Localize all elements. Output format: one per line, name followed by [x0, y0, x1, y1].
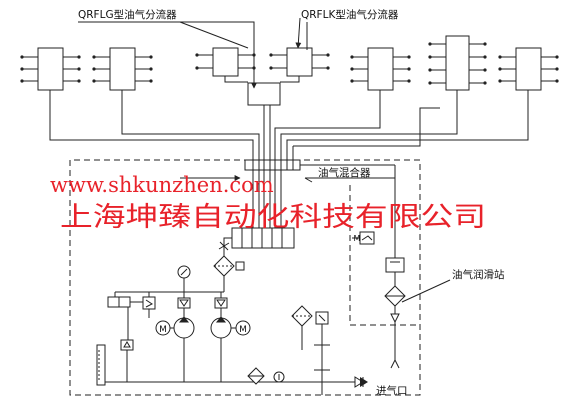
distributor-block-6 [430, 35, 485, 91]
motor-letter: M [354, 234, 361, 243]
label-oil-air-station: 油气润滑站 [452, 268, 505, 281]
oil-tank-icon [96, 344, 106, 386]
label-qrflk-distributor: QRFLK型油气分流器 [301, 8, 399, 21]
pump-icon [173, 316, 195, 339]
progressive-distributor [231, 227, 295, 249]
air-filter-icon [384, 285, 406, 307]
motor-letter: M [239, 325, 247, 335]
motor-icon [155, 320, 171, 336]
level-switch-icon [120, 339, 134, 351]
pump-icon [210, 316, 232, 339]
pressure-switch-icon [218, 241, 230, 251]
station-boundary [69, 159, 421, 396]
label-air-inlet: 进气口 [376, 384, 408, 397]
oil-filter-icon [213, 255, 245, 277]
watermark-url: www.shkunzhen.com [50, 173, 274, 197]
oil-air-mixer-symbol [244, 159, 301, 171]
pressure-regulator-icon [352, 231, 375, 245]
watermark-company: 上海坤臻自动化科技有限公司 [60, 202, 486, 233]
motor-icon [235, 320, 251, 336]
check-valve-icon [214, 297, 228, 309]
motor-letter: M [159, 325, 167, 335]
distributor-block-5 [352, 47, 409, 91]
distributor-block-4 [271, 47, 328, 77]
solenoid-valve-icon [315, 311, 329, 325]
air-inlet-arrow-icon [390, 358, 400, 369]
relief-valve-icon [107, 296, 156, 310]
distributor-block-3 [197, 47, 254, 77]
check-valve-icon [177, 297, 191, 309]
air-filter-icon [291, 305, 313, 327]
label-qrflg-distributor: QRFLG型油气分流器 [78, 8, 177, 21]
air-filter-icon [247, 367, 265, 385]
distributor-block-2 [94, 47, 151, 91]
inlet-arrow-icon [360, 377, 368, 387]
distributor-block-7 [500, 47, 557, 91]
flow-meter-icon [273, 371, 285, 383]
regulator-valve-icon [385, 257, 405, 273]
pressure-gauge-icon [177, 265, 191, 292]
central-distributor [247, 82, 281, 106]
label-oil-air-mixer: 油气混合器 [318, 166, 371, 179]
check-valve-icon [390, 313, 400, 324]
distributor-block-1 [22, 47, 79, 91]
